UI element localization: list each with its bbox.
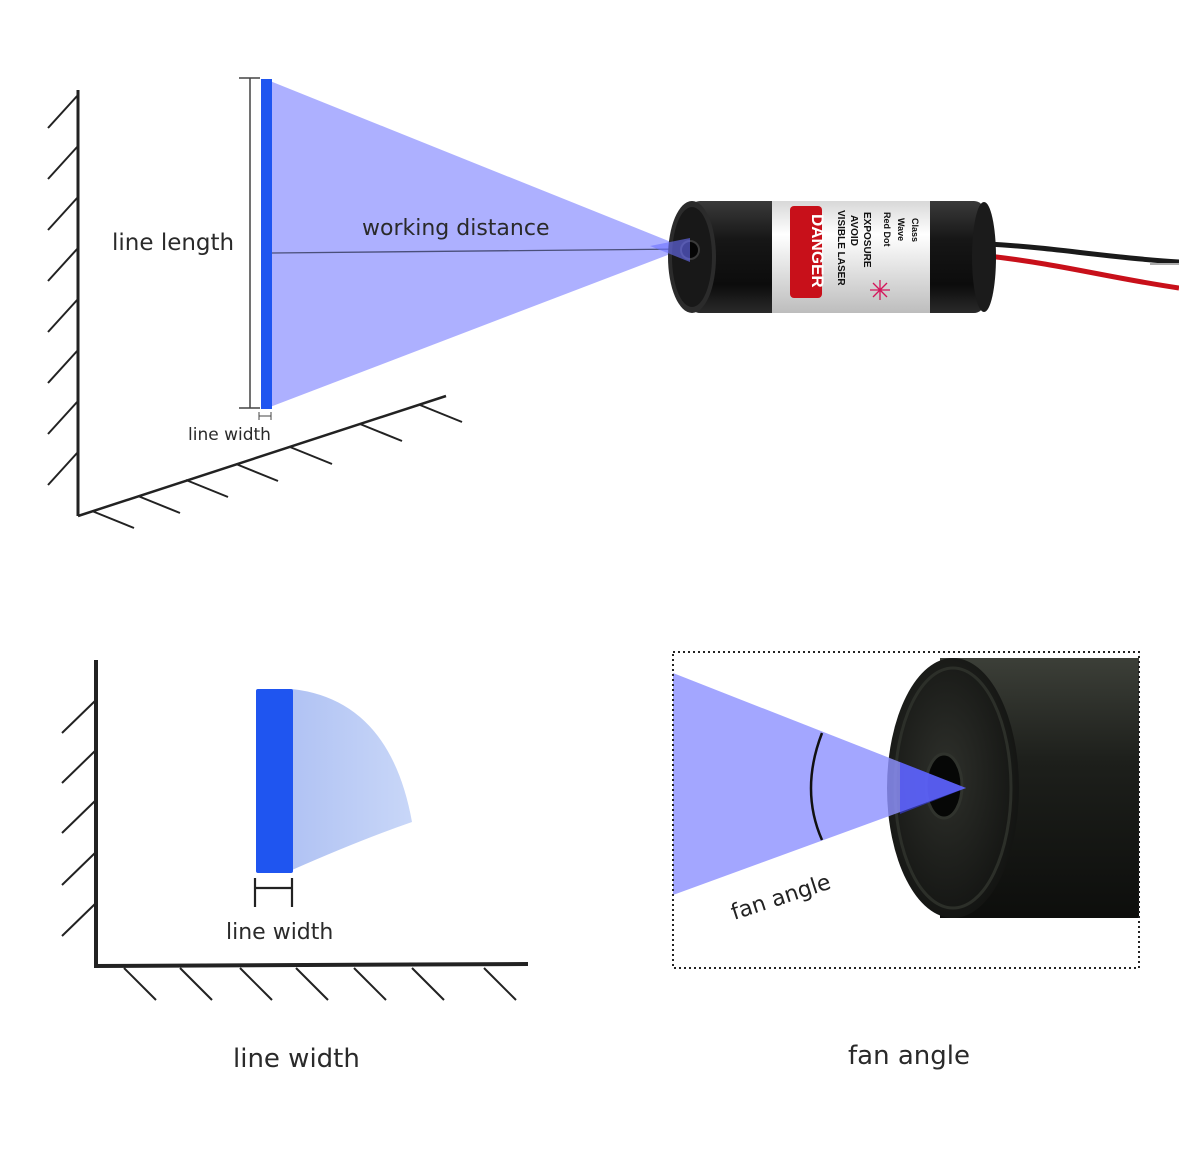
red-wire bbox=[987, 253, 1179, 291]
floor-line-2 bbox=[93, 962, 529, 968]
fan-angle-label: fan angle bbox=[728, 870, 834, 926]
floor-hatching-2 bbox=[123, 967, 517, 1001]
floor-hatching bbox=[91, 404, 463, 529]
line-width-small-dimension bbox=[258, 412, 272, 420]
bottom-right-diagram: fan angle bbox=[672, 651, 1140, 969]
bottom-left-diagram bbox=[61, 660, 529, 1001]
line-length-label: line length bbox=[112, 230, 235, 256]
closeup-frame bbox=[672, 651, 1140, 969]
danger-text: DANGER bbox=[808, 214, 827, 288]
top-diagram: DANGER VISIBLE LASER AVOID EXPOSURE Red … bbox=[47, 77, 1179, 529]
line-width-small-label: line width bbox=[188, 425, 271, 445]
module-label-line5: Wave bbox=[896, 218, 906, 241]
laser-fan bbox=[270, 81, 686, 407]
laser-module: DANGER VISIBLE LASER AVOID EXPOSURE Red … bbox=[668, 201, 1179, 313]
fan-beam bbox=[673, 673, 966, 895]
line-width-dimension bbox=[253, 878, 294, 907]
working-distance-label: working distance bbox=[362, 216, 550, 241]
line-length-dimension bbox=[239, 77, 260, 409]
module-label-line1: VISIBLE LASER bbox=[835, 210, 846, 286]
module-label-line3: EXPOSURE bbox=[861, 212, 872, 268]
line-width-bar bbox=[256, 689, 293, 873]
fan-angle-caption: fan angle bbox=[848, 1041, 970, 1071]
line-width-caption: line width bbox=[233, 1044, 360, 1074]
module-label-line4: Red Dot bbox=[882, 212, 892, 247]
fan-angle-arc bbox=[809, 732, 824, 841]
projected-laser-line bbox=[261, 79, 272, 409]
wall-hatching-2 bbox=[61, 699, 97, 937]
module-label-line2: AVOID bbox=[848, 215, 859, 246]
working-distance-line bbox=[271, 248, 687, 254]
wall-hatching bbox=[47, 94, 79, 486]
black-wire bbox=[987, 241, 1179, 265]
danger-badge bbox=[790, 206, 822, 298]
floor-line bbox=[77, 394, 447, 518]
laser-warning-symbol bbox=[870, 280, 890, 300]
module-label-line6: Class bbox=[910, 218, 920, 242]
light-sector bbox=[292, 689, 412, 870]
line-width-dimension-label: line width bbox=[226, 920, 334, 945]
